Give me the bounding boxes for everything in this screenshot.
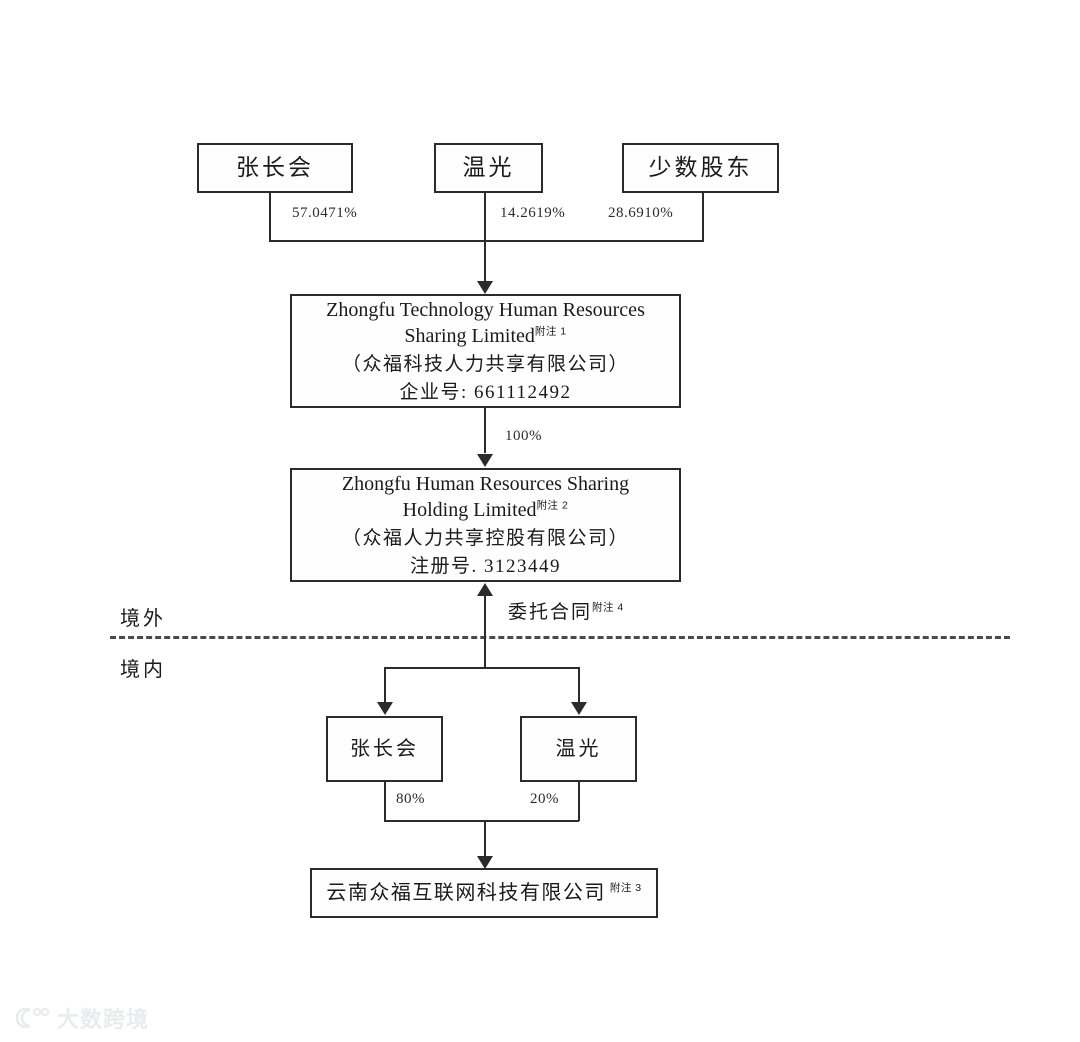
node-company-zhongfu-technology[interactable]: Zhongfu Technology Human Resources Shari…: [290, 294, 681, 408]
company-registration-id: 注册号. 3123449: [409, 556, 561, 578]
connector-bus-to-zhongfu-technology: [484, 240, 486, 282]
footnote-marker: 附注 4: [592, 601, 624, 614]
shareholder-name: 温光: [462, 154, 515, 180]
connector-minority-stub: [702, 193, 704, 241]
connector-onshore-to-offshore-control: [484, 595, 486, 668]
company-name-cn: 云南众福互联网科技有限公司: [326, 881, 606, 904]
node-company-zhongfu-holding[interactable]: Zhongfu Human Resources Sharing Holding …: [290, 468, 681, 582]
footnote-marker: 附注 2: [536, 499, 569, 512]
node-shareholder-zhangchanghui-offshore[interactable]: 张长会: [197, 143, 353, 193]
company-name-cn-with-note: 云南众福互联网科技有限公司附注 3: [326, 880, 641, 906]
connector-onshore-split-bus: [384, 667, 579, 669]
company-name-en-line2-text: Sharing Limited: [404, 324, 535, 347]
edge-label-zhangchanghui-onshore-percent: 80%: [396, 791, 425, 807]
edge-label-wenguang-onshore-percent: 20%: [530, 791, 559, 807]
edge-label-wenguang-percent: 14.2619%: [500, 205, 566, 221]
shareholder-name: 温光: [555, 737, 602, 760]
company-name-en-line2: Sharing Limited附注 1: [404, 323, 566, 349]
relation-label-text: 委托合同: [508, 602, 593, 623]
watermark-logo-icon: [16, 1007, 50, 1029]
company-name-cn: （众福人力共享控股有限公司）: [341, 528, 629, 550]
connector-merge-to-onshore-company: [484, 820, 486, 858]
arrowhead-into-zhongfu-holding-upward: [477, 583, 493, 596]
shareholder-name: 少数股东: [648, 154, 753, 180]
arrowhead-into-zhongfu-holding: [477, 454, 493, 467]
connector-wenguang-stub: [484, 193, 486, 241]
connector-to-wenguang-onshore: [578, 667, 580, 703]
shareholder-name: 张长会: [236, 154, 314, 180]
company-name-en-line1: Zhongfu Human Resources Sharing: [341, 472, 630, 495]
arrowhead-into-zhangchanghui-onshore: [377, 702, 393, 715]
footnote-marker: 附注 1: [534, 325, 567, 338]
company-registration-id: 企业号: 661112492: [399, 382, 572, 404]
node-company-yunnan-zhongfu-internet[interactable]: 云南众福互联网科技有限公司附注 3: [310, 868, 658, 918]
connector-onshore-merge-bus: [384, 820, 579, 822]
edge-label-zhangchanghui-percent: 57.0471%: [292, 205, 358, 221]
watermark-text: 大数跨境: [57, 1007, 150, 1032]
jurisdiction-divider-line: [110, 636, 1010, 639]
connector-offshore-shareholder-bus: [269, 240, 704, 242]
node-shareholder-wenguang-offshore[interactable]: 温光: [434, 143, 543, 193]
arrowhead-into-zhongfu-technology: [477, 281, 493, 294]
node-shareholder-zhangchanghui-onshore[interactable]: 张长会: [326, 716, 443, 782]
connector-to-zhangchanghui-onshore: [384, 667, 386, 703]
jurisdiction-label-offshore: 境外: [120, 608, 166, 630]
watermark: 大数跨境: [16, 1002, 149, 1034]
arrowhead-into-onshore-company: [477, 856, 493, 869]
connector-zhangchanghui-stub: [269, 193, 271, 241]
connector-zhangchanghui-onshore-stub: [384, 782, 386, 821]
arrowhead-into-wenguang-onshore: [571, 702, 587, 715]
shareholder-name: 张长会: [350, 737, 419, 760]
company-name-en-line2: Holding Limited附注 2: [403, 497, 569, 523]
company-name-en-line1: Zhongfu Technology Human Resources: [326, 298, 645, 321]
connector-wenguang-onshore-stub: [578, 782, 580, 821]
node-shareholder-minority-offshore[interactable]: 少数股东: [622, 143, 779, 193]
edge-label-internal-percent: 100%: [505, 428, 542, 444]
edge-label-minority-percent: 28.6910%: [608, 205, 674, 221]
company-name-cn: （众福科技人力共享有限公司）: [341, 354, 629, 376]
footnote-marker: 附注 3: [609, 882, 642, 895]
company-name-en-line2-text: Holding Limited: [402, 498, 537, 521]
relation-label-entrusted-contract: 委托合同附注 4: [508, 597, 624, 624]
connector-zhongfu-technology-to-holding: [484, 408, 486, 453]
node-shareholder-wenguang-onshore[interactable]: 温光: [520, 716, 637, 782]
jurisdiction-label-onshore: 境内: [120, 659, 166, 681]
